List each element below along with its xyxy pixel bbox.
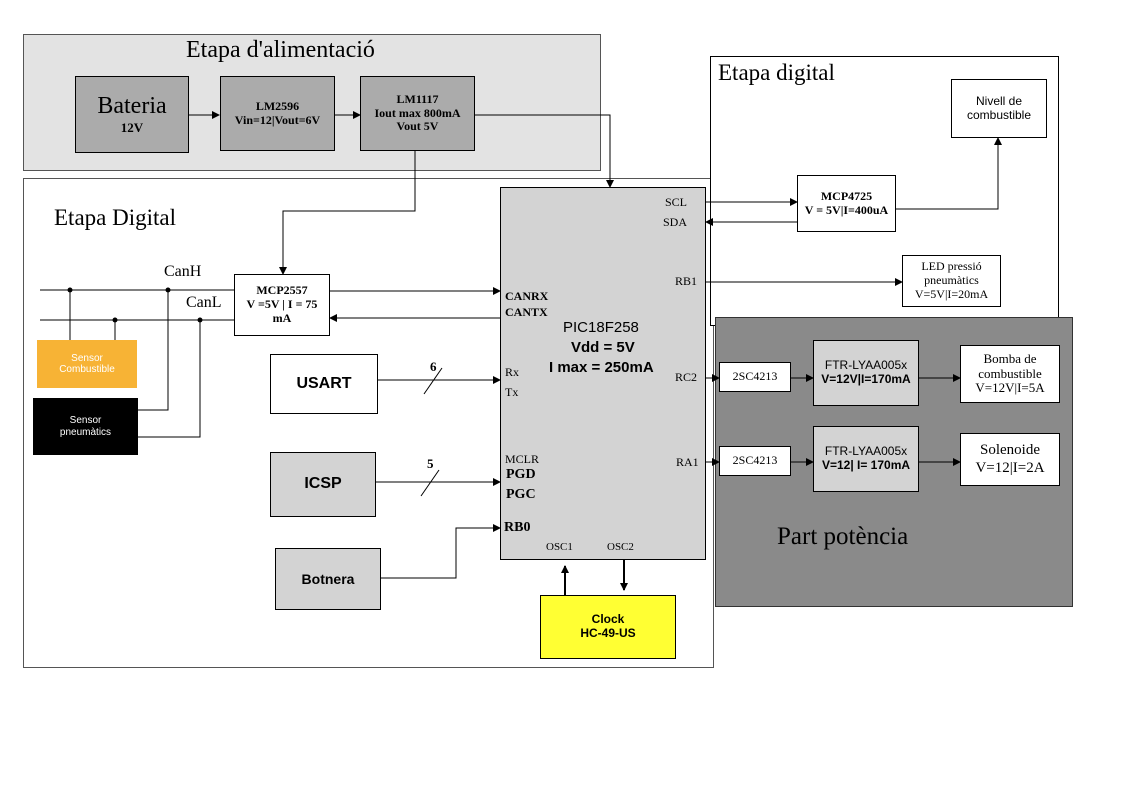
led-pressure-line2: pneumàtics [924, 273, 979, 288]
pin-cantx: CANTX [505, 305, 548, 319]
clock-block: Clock HC-49-US [540, 595, 676, 659]
botnera-label: Botnera [301, 570, 355, 587]
fuel-level-line1: Nivell de [975, 93, 1023, 108]
icsp-label: ICSP [304, 475, 342, 493]
wire-mcp4725-fuel-level [896, 137, 1002, 210]
transistor2-block: 2SC4213 [719, 446, 791, 476]
mcp4725-spec: V = 5V|I=400uA [804, 202, 889, 217]
mcp2557-block: MCP2557 V =5V | I = 75 mA [234, 274, 330, 336]
lm2596-name: LM2596 [255, 98, 300, 113]
fuel-pump-line1: Bomba de [983, 350, 1037, 366]
clock-line1: Clock [591, 612, 625, 627]
pin-pgd: PGD [506, 467, 536, 482]
relay2-spec: V=12| I= 170mA [821, 458, 911, 472]
sensor-fuel-block: Sensor Combustible [37, 340, 137, 388]
icsp-block: ICSP [270, 452, 376, 517]
led-pressure-block: LED pressió pneumàtics V=5V|I=20mA [902, 255, 1001, 307]
power-stage-title: Etapa d'alimentació [186, 37, 375, 63]
fuel-pump-block: Bomba de combustible V=12V|I=5A [960, 345, 1060, 403]
lm2596-block: LM2596 Vin=12|Vout=6V [220, 76, 335, 151]
mcp2557-spec2: mA [272, 310, 292, 325]
pin-tx: Tx [505, 385, 519, 399]
clock-line2: HC-49-US [580, 626, 636, 640]
canh-label: CanH [164, 263, 202, 280]
pic-vdd: Vdd = 5V [571, 339, 635, 356]
usart-bus-width: 6 [430, 359, 437, 374]
digital-stage-main-title: Etapa Digital [54, 205, 176, 230]
fuel-pump-line2: combustible [978, 365, 1042, 381]
battery-block: Bateria 12V [75, 76, 189, 153]
wire-canl-tyre [138, 320, 201, 438]
sensor-tyre-line2: pneumàtics [59, 426, 112, 438]
wire-lm1117-mcp2557 [279, 151, 416, 275]
relay1-block: FTR-LYAA005x V=12V|I=170mA [813, 340, 919, 406]
pin-rb1: RB1 [675, 274, 698, 288]
usart-bus-slash [423, 367, 443, 395]
pin-mclr: MCLR [505, 452, 540, 466]
pin-rb0: RB0 [504, 520, 531, 535]
transistor1-block: 2SC4213 [719, 362, 791, 392]
sensor-fuel-line1: Sensor [71, 352, 103, 364]
battery-voltage: 12V [120, 119, 144, 135]
relay2-name: FTR-LYAA005x [824, 444, 908, 459]
usart-block: USART [270, 354, 378, 414]
icsp-bus-slash [420, 469, 440, 497]
wire-lm1117-pic [475, 114, 614, 188]
fuel-pump-line3: V=12V|I=5A [975, 380, 1045, 396]
digital-stage-right-title: Etapa digital [718, 60, 835, 85]
lm1117-block: LM1117 Iout max 800mA Vout 5V [360, 76, 475, 151]
mcp4725-name: MCP4725 [820, 188, 873, 203]
pin-rc2: RC2 [675, 370, 698, 384]
transistor1-label: 2SC4213 [732, 369, 778, 384]
battery-name: Bateria [97, 93, 167, 120]
fuel-level-line2: combustible [966, 107, 1032, 122]
lm1117-spec2: Vout 5V [396, 119, 439, 134]
pic-imax: I max = 250mA [549, 359, 654, 376]
lm1117-spec1: Iout max 800mA [374, 105, 461, 120]
solenoid-line1: Solenoide [980, 442, 1040, 459]
relay1-spec: V=12V|I=170mA [821, 372, 911, 386]
mcp2557-name: MCP2557 [256, 283, 308, 298]
relay1-name: FTR-LYAA005x [824, 358, 908, 373]
led-pressure-line1: LED pressió [921, 259, 982, 274]
pic-block [500, 187, 706, 560]
fuel-level-block: Nivell de combustible [951, 79, 1047, 138]
pin-canrx: CANRX [505, 289, 549, 303]
transistor2-label: 2SC4213 [732, 453, 778, 468]
usart-label: USART [296, 374, 352, 392]
mcp2557-spec1: V =5V | I = 75 [246, 297, 318, 312]
botnera-block: Botnera [275, 548, 381, 610]
relay2-block: FTR-LYAA005x V=12| I= 170mA [813, 426, 919, 492]
sensor-tyre-line1: Sensor [69, 415, 102, 426]
lm2596-spec: Vin=12|Vout=6V [234, 112, 321, 127]
pin-sda: SDA [663, 215, 688, 229]
pin-pgc: PGC [506, 487, 536, 502]
icsp-bus-width: 5 [427, 456, 434, 471]
pin-rx: Rx [505, 365, 520, 379]
pin-osc2: OSC2 [607, 541, 634, 553]
pin-osc1: OSC1 [546, 541, 573, 553]
pin-scl: SCL [665, 195, 688, 209]
power-part-title: Part potència [777, 523, 909, 550]
mcp4725-block: MCP4725 V = 5V|I=400uA [797, 175, 896, 232]
wire-botnera-rb0 [381, 524, 501, 579]
pic-name: PIC18F258 [563, 319, 639, 336]
wire-canh-tyre [138, 290, 169, 411]
pin-ra1: RA1 [676, 455, 699, 469]
solenoid-line2: V=12|I=2A [975, 459, 1045, 476]
solenoid-block: Solenoide V=12|I=2A [960, 433, 1060, 486]
lm1117-name: LM1117 [396, 91, 439, 106]
led-pressure-line3: V=5V|I=20mA [914, 286, 989, 301]
sensor-tyre-block: Sensor pneumàtics [33, 398, 138, 455]
canl-label: CanL [186, 294, 222, 311]
sensor-fuel-line2: Combustible [59, 364, 115, 375]
